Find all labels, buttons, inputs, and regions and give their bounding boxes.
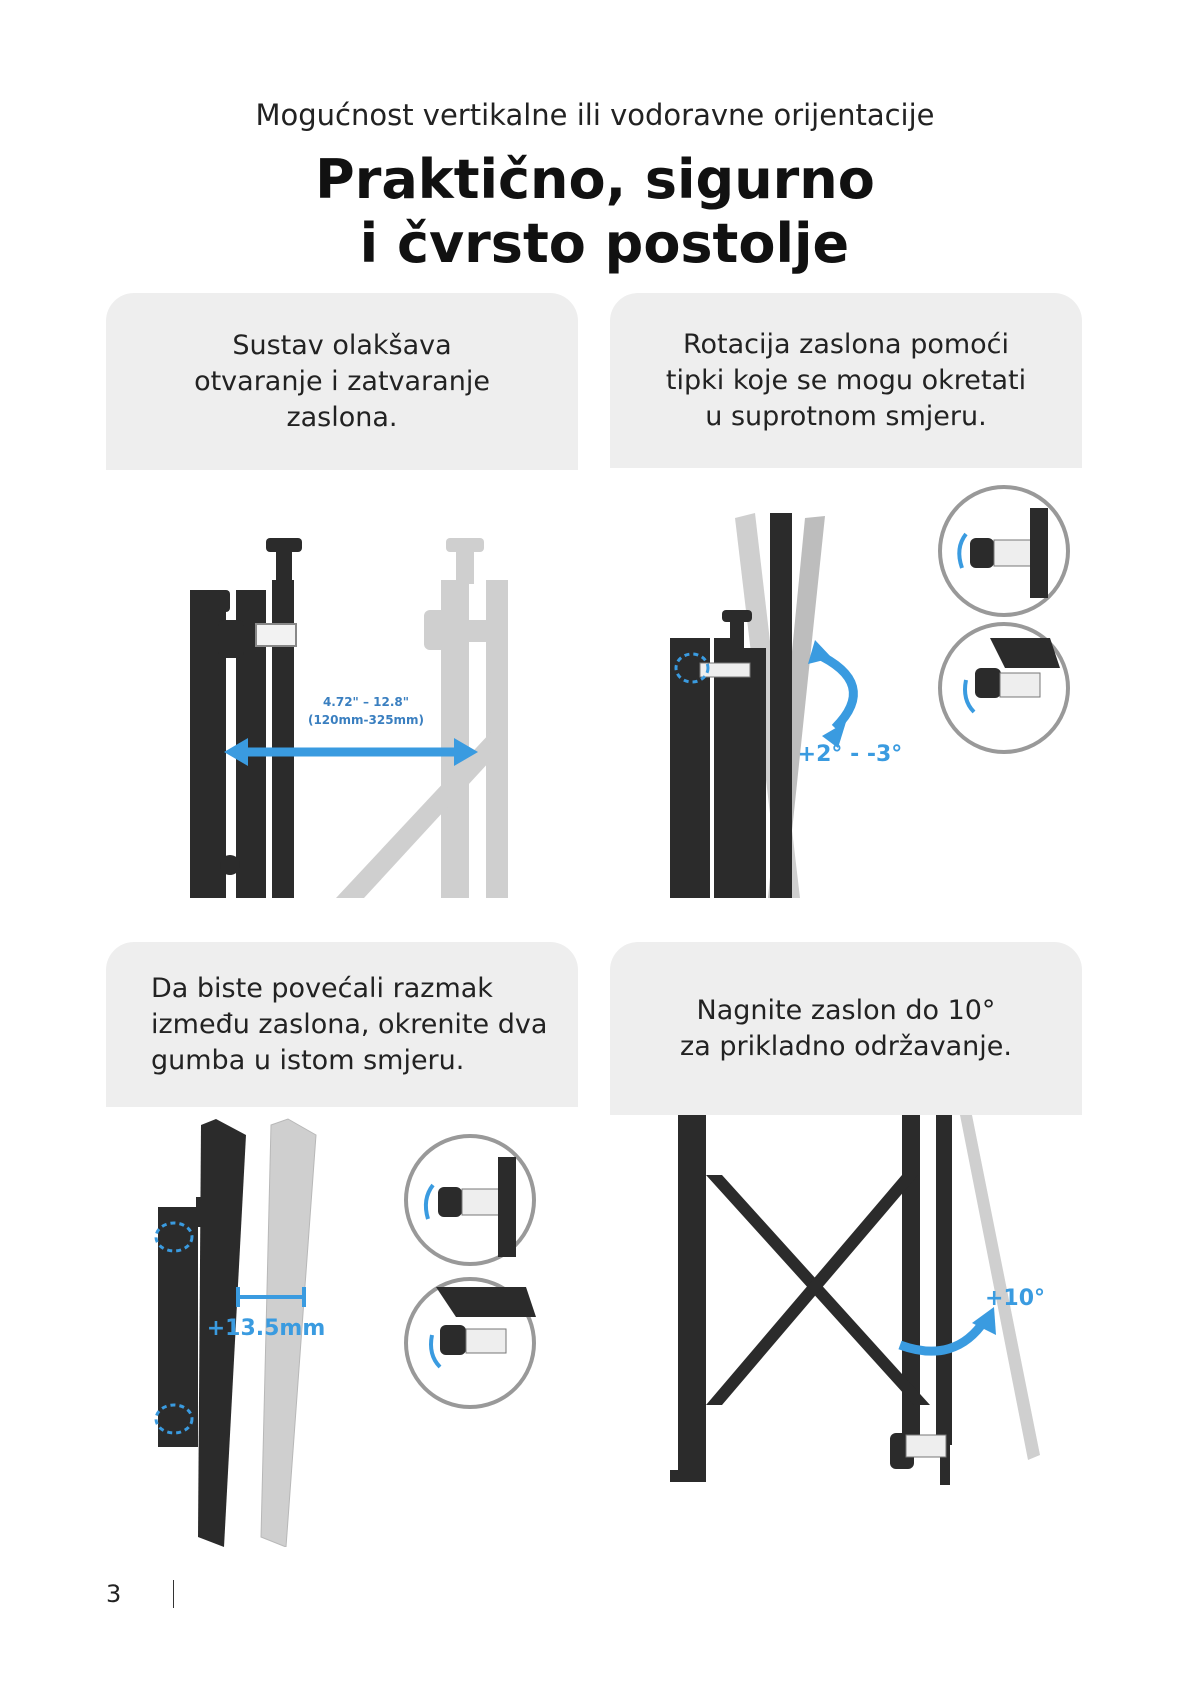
mount-tilt-illustration: +10° <box>610 1115 1082 1547</box>
clamp <box>699 662 751 678</box>
page-title: Praktično, sigurno i čvrsto postolje <box>0 148 1190 276</box>
mount-rotation-illustration: +2° - -3° <box>610 468 1082 898</box>
dark-frame <box>190 538 302 898</box>
ghost-frame <box>960 1115 1040 1460</box>
dark-frame <box>670 1115 952 1485</box>
page-number: 3 <box>106 1580 122 1608</box>
page-title-line-2: i čvrsto postolje <box>340 212 850 275</box>
angle-label: +2° - -3° <box>798 742 903 767</box>
knob-detail-bottom <box>938 622 1070 754</box>
gap-label: +13.5mm <box>207 1316 326 1341</box>
feature-card-caption: Sustav olakšava otvaranje i zatvaranje z… <box>106 293 578 470</box>
mount-open-close-illustration: 4.72" – 12.8" (120mm-325mm) <box>106 470 578 898</box>
screen <box>198 1119 246 1547</box>
knob-detail-bottom <box>404 1277 536 1409</box>
mount-spacing-illustration: +13.5mm <box>106 1107 578 1547</box>
page-title-line-1: Praktično, sigurno <box>315 148 875 211</box>
range-mm-label: (120mm-325mm) <box>308 713 424 727</box>
footer-divider <box>173 1580 174 1608</box>
dark-frame <box>670 610 766 898</box>
knob-detail-top <box>404 1134 536 1266</box>
feature-card-text: Da biste povećali razmak između zaslona,… <box>151 972 548 1076</box>
feature-card-spacing: Da biste povećali razmak između zaslona,… <box>106 942 578 1547</box>
feature-card-text: Rotacija zaslona pomoći tipki koje se mo… <box>665 328 1027 432</box>
highlight-circle <box>674 652 710 684</box>
distance-arrow-icon <box>224 738 478 766</box>
rotation-arrow-icon <box>813 648 858 732</box>
feature-card-tilt: Nagnite zaslon do 10° za prikladno održa… <box>610 942 1082 1547</box>
feature-card-rotation: Rotacija zaslona pomoći tipki koje se mo… <box>610 293 1082 898</box>
range-inches-label: 4.72" – 12.8" <box>323 695 409 709</box>
ghost-screen <box>260 1118 317 1547</box>
feature-card-caption: Rotacija zaslona pomoći tipki koje se mo… <box>610 293 1082 468</box>
feature-card-text: Sustav olakšava otvaranje i zatvaranje z… <box>194 329 490 433</box>
knob-detail-top <box>938 485 1070 617</box>
clamp <box>255 623 297 647</box>
feature-card-text: Nagnite zaslon do 10° za prikladno održa… <box>680 994 1012 1062</box>
feature-card-caption: Nagnite zaslon do 10° za prikladno održa… <box>610 942 1082 1115</box>
page-subtitle: Mogućnost vertikalne ili vodoravne orije… <box>255 98 935 132</box>
gap-marker-icon <box>236 1287 306 1307</box>
ghost-frame <box>336 538 508 898</box>
screen <box>770 513 792 898</box>
feature-card-caption: Da biste povećali razmak između zaslona,… <box>106 942 578 1107</box>
feature-card-open-close: Sustav olakšava otvaranje i zatvaranje z… <box>106 293 578 898</box>
tilt-label: +10° <box>985 1286 1045 1311</box>
tilt-arrow-icon <box>898 1317 989 1356</box>
clamp <box>905 1434 947 1458</box>
